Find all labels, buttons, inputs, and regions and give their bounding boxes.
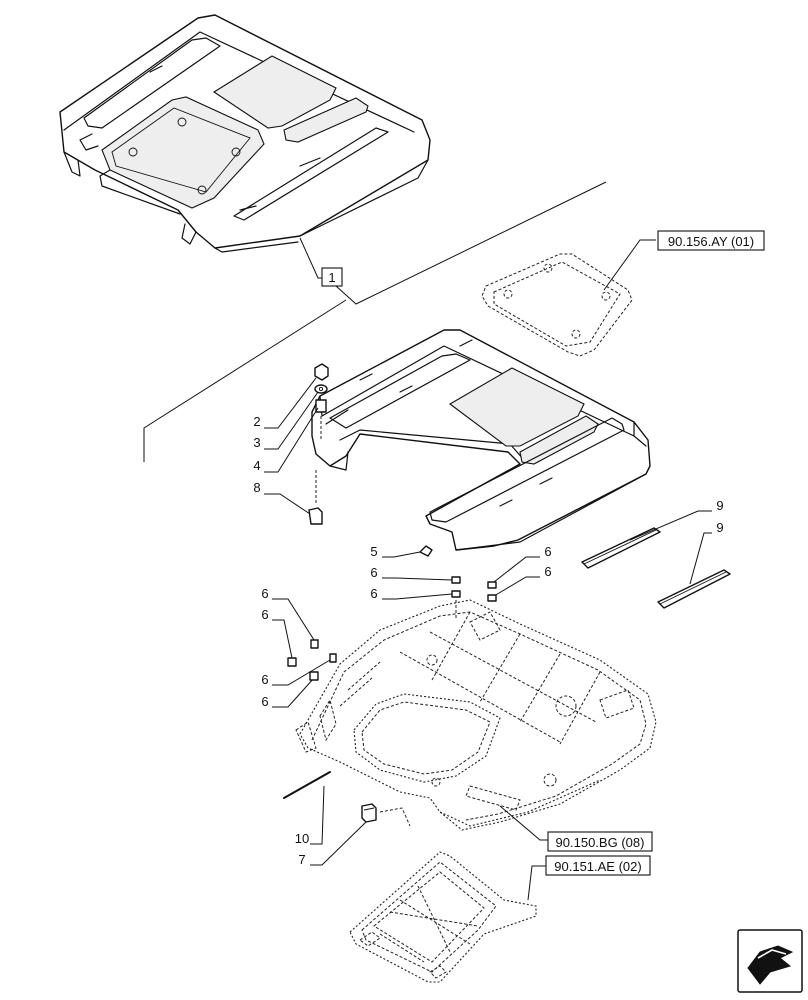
- roof-frame: [295, 599, 657, 831]
- ref-box-mesh-panel: [545, 855, 651, 876]
- fastener-stack: [308, 363, 329, 525]
- arrow-direction-icon: [737, 929, 803, 993]
- ref-box-roof-frame: [547, 831, 653, 852]
- callout-1-box: [321, 267, 343, 287]
- spacer-part: [315, 399, 327, 413]
- washer-part: [314, 384, 328, 394]
- callout-6-f: 6: [261, 607, 268, 622]
- grommet-part: [419, 545, 433, 557]
- roof-shell: [311, 329, 651, 551]
- callout-6-a: 6: [370, 565, 377, 580]
- callout-6-e: 6: [261, 586, 268, 601]
- headliner-panel: 90.156.AY (01): [481, 230, 765, 357]
- ref-box-roof-liner: [657, 230, 765, 251]
- callout-6-g: 6: [261, 672, 268, 687]
- callouts-6-left: 6 6 6 6: [261, 586, 337, 709]
- ref-mesh-panel-group: 90.151.AE (02): [527, 855, 651, 901]
- callout-3: 3: [253, 435, 260, 450]
- seal-strips: 9 9: [581, 498, 731, 609]
- callout-9-b: 9: [716, 520, 723, 535]
- roof-top-assembly: [59, 14, 431, 253]
- bracket-part: [361, 803, 377, 823]
- callout-6-h: 6: [261, 694, 268, 709]
- ref-mesh-panel[interactable]: 90.151.AE (02): [554, 859, 641, 874]
- callout-8: 8: [253, 480, 260, 495]
- callouts-left-mid: 2 3 4 8: [253, 377, 319, 515]
- callout-5: 5: [370, 544, 377, 559]
- mesh-panel: [349, 851, 537, 983]
- callout-1-group: 1: [143, 181, 607, 462]
- bracket-part-group: 7: [298, 803, 411, 867]
- callouts-6-mid: 6 6 6 6: [370, 544, 552, 620]
- callout-7: 7: [298, 852, 305, 867]
- callout-6-c: 6: [544, 544, 551, 559]
- ref-roof-frame[interactable]: 90.150.BG (08): [556, 835, 645, 850]
- clip-part: [308, 507, 323, 525]
- callout-4: 4: [253, 458, 260, 473]
- rod-part-group: 10: [283, 771, 331, 846]
- seal-strip-lower: [657, 569, 731, 609]
- ref-roof-frame-group: 90.150.BG (08): [499, 805, 653, 852]
- callout-6-b: 6: [370, 586, 377, 601]
- callout-6-d: 6: [544, 564, 551, 579]
- callout-2: 2: [253, 414, 260, 429]
- callout-10: 10: [295, 831, 309, 846]
- bolt-part: [314, 363, 329, 381]
- seal-strip-upper: [581, 527, 661, 569]
- ref-roof-liner[interactable]: 90.156.AY (01): [668, 234, 754, 249]
- callout-5-group: 5: [370, 544, 433, 559]
- callout-1: 1: [328, 270, 335, 285]
- callout-9-a: 9: [716, 498, 723, 513]
